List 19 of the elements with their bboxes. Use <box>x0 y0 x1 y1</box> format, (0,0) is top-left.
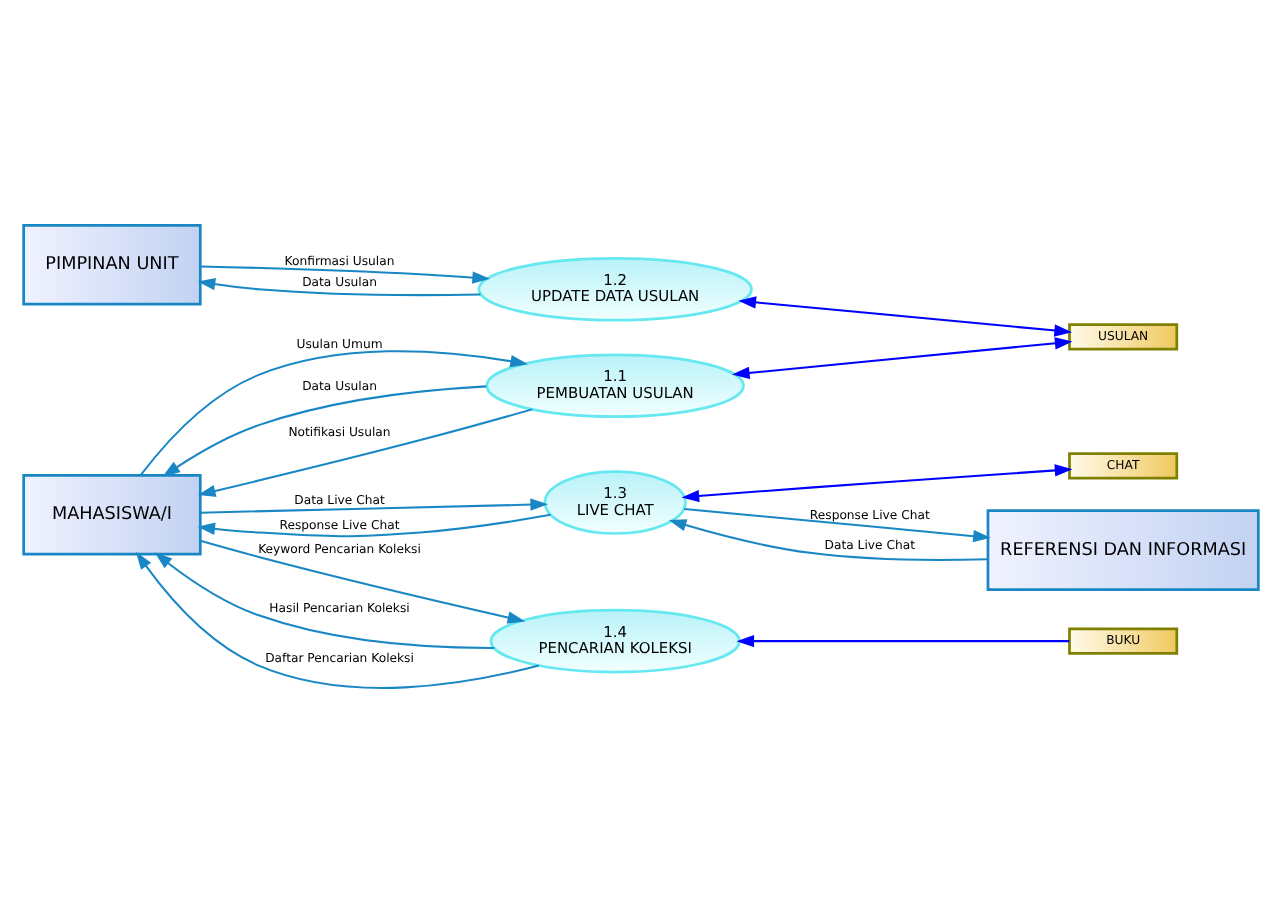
node-box: MAHASISWA/I <box>22 474 202 556</box>
arrow <box>200 539 526 624</box>
arrow <box>684 507 991 543</box>
arrow <box>197 278 481 297</box>
arrow <box>738 296 1073 337</box>
node-box: REFERENSI DAN INFORMASI <box>986 509 1260 591</box>
arrow <box>731 337 1073 380</box>
arrow <box>197 513 551 538</box>
arrow <box>668 519 988 561</box>
node-box: PIMPINAN UNIT <box>22 224 202 306</box>
arrow <box>200 265 490 284</box>
arrow <box>681 464 1073 503</box>
arrow <box>736 634 1070 648</box>
arrow <box>135 551 540 689</box>
arrow <box>162 385 487 477</box>
arrow <box>154 552 495 649</box>
arrow <box>200 498 549 514</box>
arrow <box>197 408 533 497</box>
arrow <box>140 350 528 476</box>
